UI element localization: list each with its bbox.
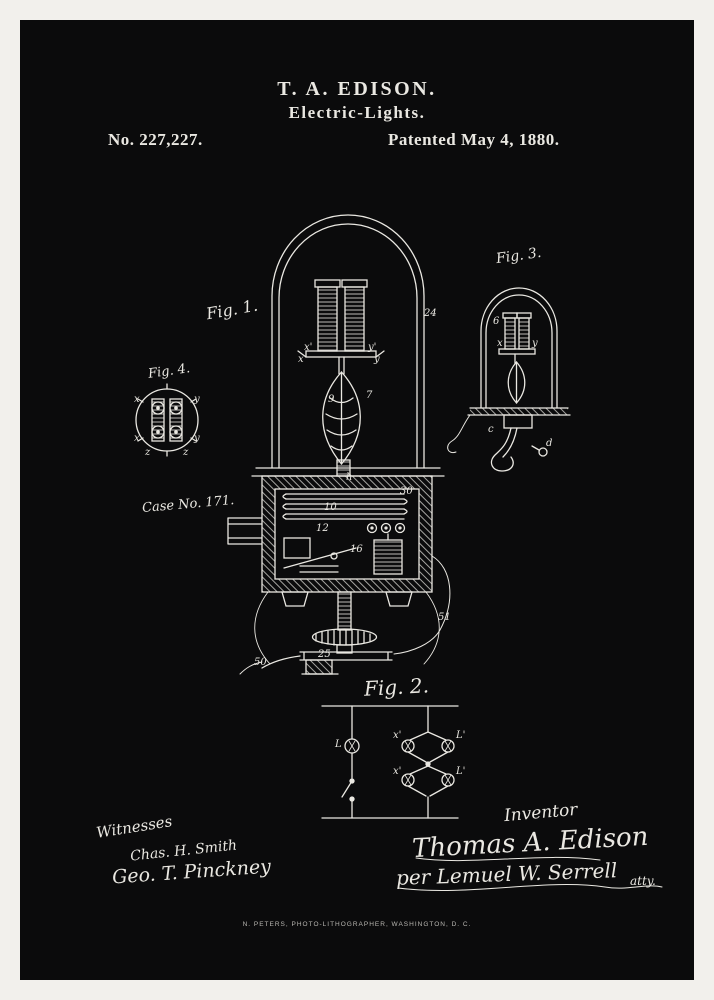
ref-label-x: x <box>134 433 140 444</box>
ref-label-L': L' <box>456 730 466 741</box>
ref-label-10: 10 <box>324 502 337 513</box>
ref-label-z: z <box>145 447 151 458</box>
ref-label-51: 51 <box>438 612 451 623</box>
patent-subject-title: Electric-Lights. <box>288 103 426 122</box>
fig3-lamp-drawing <box>447 287 571 472</box>
ref-label-9: 9 <box>328 394 335 405</box>
coil-left <box>317 286 338 352</box>
ref-label-z: z <box>183 447 189 458</box>
ref-label-y: y <box>194 394 200 405</box>
ref-label-d: d <box>546 438 553 449</box>
ref-label-x: x <box>298 354 304 365</box>
patent-number: No. 227,227. <box>108 130 203 149</box>
ref-label-x: x <box>134 394 140 405</box>
ref-label-25: 25 <box>318 649 331 660</box>
fig2-circuit-drawing <box>321 705 459 819</box>
ref-label-30: 30 <box>400 486 413 497</box>
ref-label-7: 7 <box>366 390 373 401</box>
ref-label-y: y <box>194 433 200 444</box>
ref-label-50: 50 <box>254 657 267 668</box>
ref-label-x': x' <box>393 766 402 777</box>
solenoid <box>373 539 403 575</box>
ref-label-y: y <box>374 354 380 365</box>
patent-date: Patented May 4, 1880. <box>388 130 560 149</box>
ref-label-24: 24 <box>424 308 437 319</box>
poster-background <box>20 20 694 980</box>
signature-flourishes <box>397 856 663 891</box>
ref-label-x': x' <box>393 730 402 741</box>
coil-right <box>344 286 365 352</box>
ref-label-y': y' <box>368 342 377 353</box>
ref-label-16: 16 <box>350 544 363 555</box>
patent-inventor-title: T. A. EDISON. <box>277 78 437 100</box>
ref-label-c: c <box>488 424 494 435</box>
ref-label-L: L <box>335 739 342 750</box>
attorney-suffix: atty. <box>630 874 656 888</box>
ref-label-x': x' <box>304 342 313 353</box>
ref-label-h: h <box>346 472 353 483</box>
ref-label-12: 12 <box>316 523 329 534</box>
fig2-label: Fig. 2. <box>363 673 430 701</box>
fig4-socket-drawing <box>135 383 199 457</box>
fig1-lamp-drawing <box>227 214 451 675</box>
lithographer-line: N. PETERS, PHOTO-LITHOGRAPHER, WASHINGTO… <box>242 921 472 928</box>
ref-label-y: y <box>532 338 538 349</box>
ref-label-6: 6 <box>493 316 500 327</box>
ref-label-L': L' <box>456 766 466 777</box>
ref-label-x: x <box>497 338 503 349</box>
